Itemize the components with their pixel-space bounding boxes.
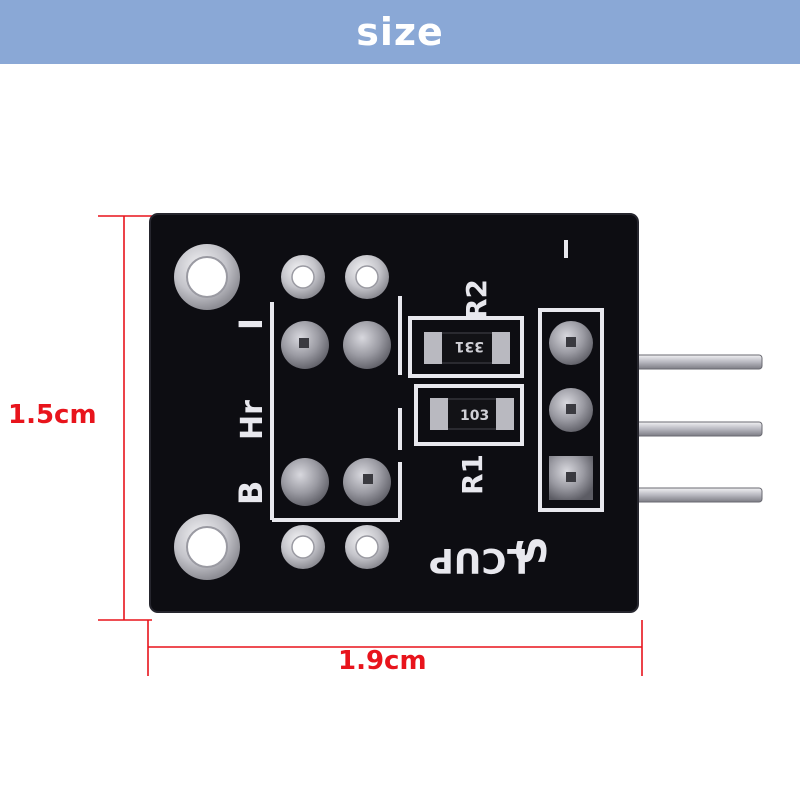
resistor-r1	[430, 398, 514, 430]
silk-label-r1: R1	[456, 454, 489, 495]
resistor-r2	[424, 332, 510, 364]
height-dimension	[98, 215, 152, 621]
height-dimension-label: 1.5cm	[8, 400, 97, 430]
silk-label-r2: R2	[460, 279, 493, 320]
resistor-r1-code: 103	[460, 408, 489, 424]
silk-label-signal: S	[510, 536, 556, 565]
resistor-r2-code: 331	[455, 338, 484, 354]
silk-label-i: I	[232, 318, 270, 330]
silk-label-model: LCUP	[429, 540, 528, 580]
solder-joints	[281, 321, 391, 506]
banner-title: size	[356, 10, 444, 54]
through-hole-pads	[281, 255, 389, 569]
mounting-holes	[174, 244, 240, 580]
silk-label-b: B	[232, 481, 270, 505]
width-dimension	[147, 620, 643, 676]
width-dimension-label: 1.9cm	[338, 646, 427, 676]
silk-label-hr: Hr	[235, 400, 270, 440]
silkscreen-lines	[270, 240, 604, 522]
title-banner: size	[0, 0, 800, 64]
header-pads	[549, 321, 593, 500]
header-pins	[629, 354, 763, 503]
